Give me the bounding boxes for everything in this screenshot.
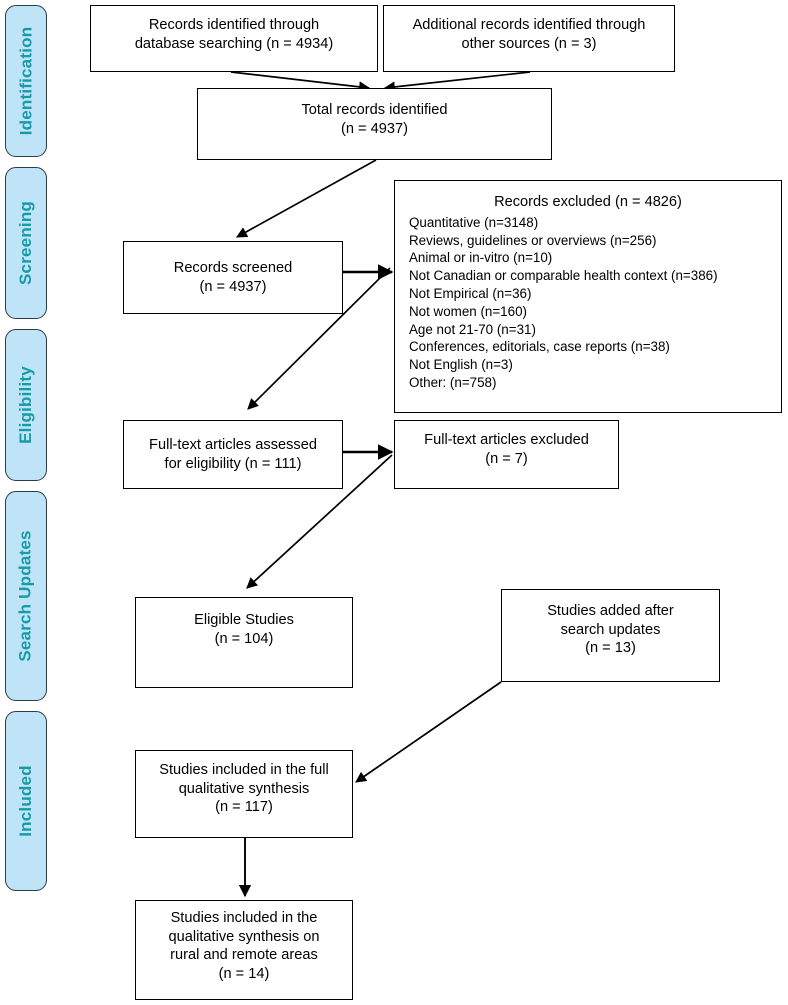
node-rural-synthesis[interactable]: Studies included in the qualitative synt… [135, 900, 353, 1000]
reason-item: Not Canadian or comparable health contex… [409, 268, 718, 284]
node-database-search-line1: Records identified through [148, 17, 320, 33]
stage-tab-screening[interactable]: Screening [5, 167, 47, 319]
node-eligible-studies-line2: (n = 104) [214, 630, 274, 647]
reason-item: Reviews, guidelines or overviews (n=256) [409, 232, 657, 248]
stage-label-eligibility: Eligibility [16, 366, 36, 444]
stage-label-screening: Screening [16, 201, 35, 285]
stage-tab-identification[interactable]: Identification [5, 5, 47, 157]
node-rural-synthesis-line4: (n = 14) [218, 966, 270, 983]
reason-item: Quantitative (n=3148) [409, 214, 539, 230]
node-records-excluded[interactable]: Records excluded (n = 4826) Quantitative… [394, 180, 782, 413]
stage-label-included: Included [16, 765, 35, 837]
records-excluded-reason-list: Quantitative (n=3148) Reviews, guideline… [395, 214, 781, 392]
node-full-synthesis-line1: Studies included in the full [159, 762, 329, 778]
stage-tab-included[interactable]: Included [5, 711, 47, 891]
node-records-excluded-line2: (n = 4826) [614, 194, 682, 210]
stage-label-identification: Identification [16, 26, 36, 136]
node-studies-added-line1: Studies added after [547, 603, 674, 619]
reason-item: Not Empirical (n=36) [409, 285, 532, 301]
node-records-screened-line2: (n = 4937) [199, 278, 267, 295]
reason-item: Not English (n=3) [409, 357, 513, 373]
node-studies-added[interactable]: Studies added after search updates (n = … [501, 589, 720, 682]
node-fulltext-excluded-line1: Full-text articles excluded [424, 432, 589, 448]
node-records-screened[interactable]: Records screened (n = 4937) [123, 241, 343, 314]
node-full-synthesis-line3: (n = 117) [215, 799, 273, 816]
reason-item: Animal or in-vitro (n=10) [409, 250, 553, 266]
node-rural-synthesis-line1: Studies included in the [170, 910, 318, 926]
node-fulltext-excluded-line2: (n = 7) [485, 450, 528, 467]
reason-item: Conferences, editorials, case reports (n… [409, 339, 670, 355]
stage-tab-search-updates[interactable]: Search Updates [5, 491, 47, 701]
node-eligible-studies-line1: Eligible Studies [194, 612, 294, 628]
node-full-synthesis-line2: qualitative synthesis [178, 780, 310, 797]
node-fulltext-assessed-line1: Full-text articles assessed [149, 436, 317, 453]
reason-item: Not women (n=160) [409, 303, 527, 319]
node-fulltext-assessed-line2: for eligibility (n = 111) [164, 455, 302, 472]
node-studies-added-line3: (n = 13) [585, 640, 636, 657]
node-total-records[interactable]: Total records identified (n = 4937) [197, 88, 552, 160]
node-rural-synthesis-line3: rural and remote areas [170, 947, 318, 964]
node-other-sources-line1: Additional records identified through [412, 17, 646, 33]
reason-item: Other: (n=758) [409, 375, 497, 391]
stage-label-search-updates: Search Updates [16, 530, 36, 662]
arrow-added-to-synthesis [355, 681, 502, 783]
stage-tab-eligibility[interactable]: Eligibility [5, 329, 47, 481]
node-other-sources-line2: other sources (n = 3) [461, 35, 597, 52]
node-full-synthesis[interactable]: Studies included in the full qualitative… [135, 750, 353, 838]
node-total-records-line1: Total records identified [301, 102, 448, 118]
node-eligible-studies[interactable]: Eligible Studies (n = 104) [135, 597, 353, 688]
node-database-search[interactable]: Records identified through database sear… [90, 5, 378, 72]
node-rural-synthesis-line2: qualitative synthesis on [168, 928, 320, 945]
node-other-sources[interactable]: Additional records identified through ot… [383, 5, 675, 72]
node-records-screened-line1: Records screened [173, 259, 293, 276]
node-records-excluded-line1: Records excluded [494, 194, 611, 210]
node-fulltext-excluded[interactable]: Full-text articles excluded (n = 7) [394, 420, 619, 489]
arrow-database-to-total [230, 71, 371, 93]
arrow-total-to-screened [236, 159, 377, 238]
node-total-records-line2: (n = 4937) [341, 120, 408, 137]
arrow-other-to-total [383, 71, 531, 93]
node-database-search-line2: database searching (n = 4934) [134, 35, 334, 52]
node-studies-added-line2: search updates [560, 621, 661, 638]
node-fulltext-assessed[interactable]: Full-text articles assessed for eligibil… [123, 420, 343, 489]
reason-item: Age not 21-70 (n=31) [409, 321, 536, 337]
